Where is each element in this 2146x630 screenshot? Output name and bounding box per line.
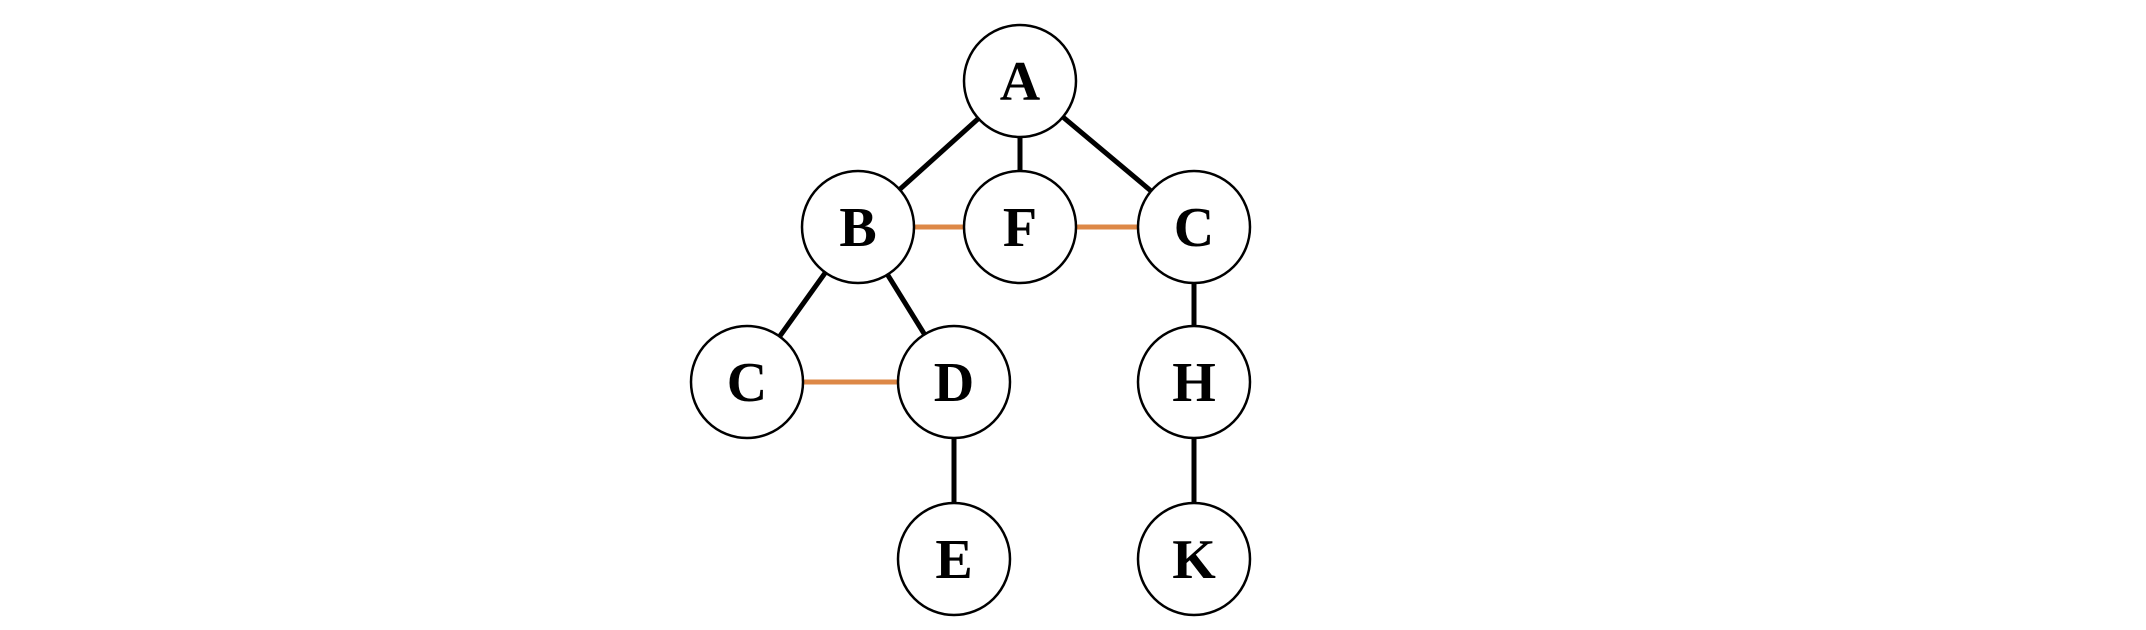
- node-label-C1: C: [1174, 197, 1214, 259]
- node-B: B: [800, 169, 916, 285]
- node-H: H: [1136, 324, 1252, 440]
- node-circle-D: [896, 324, 1012, 440]
- node-label-H: H: [1172, 352, 1216, 414]
- node-circle-K: [1136, 501, 1252, 617]
- node-C2: C: [689, 324, 805, 440]
- node-label-K: K: [1172, 529, 1216, 591]
- node-A: A: [962, 23, 1078, 139]
- node-circle-A: [962, 23, 1078, 139]
- node-circle-F: [962, 169, 1078, 285]
- node-label-C2: C: [727, 352, 767, 414]
- node-C1: C: [1136, 169, 1252, 285]
- node-circle-H: [1136, 324, 1252, 440]
- node-circle-C1: [1136, 169, 1252, 285]
- node-label-E: E: [935, 529, 972, 591]
- node-label-F: F: [1003, 197, 1037, 259]
- node-K: K: [1136, 501, 1252, 617]
- node-circle-C2: [689, 324, 805, 440]
- node-circle-E: [896, 501, 1012, 617]
- node-E: E: [896, 501, 1012, 617]
- node-D: D: [896, 324, 1012, 440]
- node-label-D: D: [934, 352, 974, 414]
- node-circle-B: [800, 169, 916, 285]
- node-F: F: [962, 169, 1078, 285]
- node-label-B: B: [839, 197, 876, 259]
- node-label-A: A: [1000, 51, 1041, 113]
